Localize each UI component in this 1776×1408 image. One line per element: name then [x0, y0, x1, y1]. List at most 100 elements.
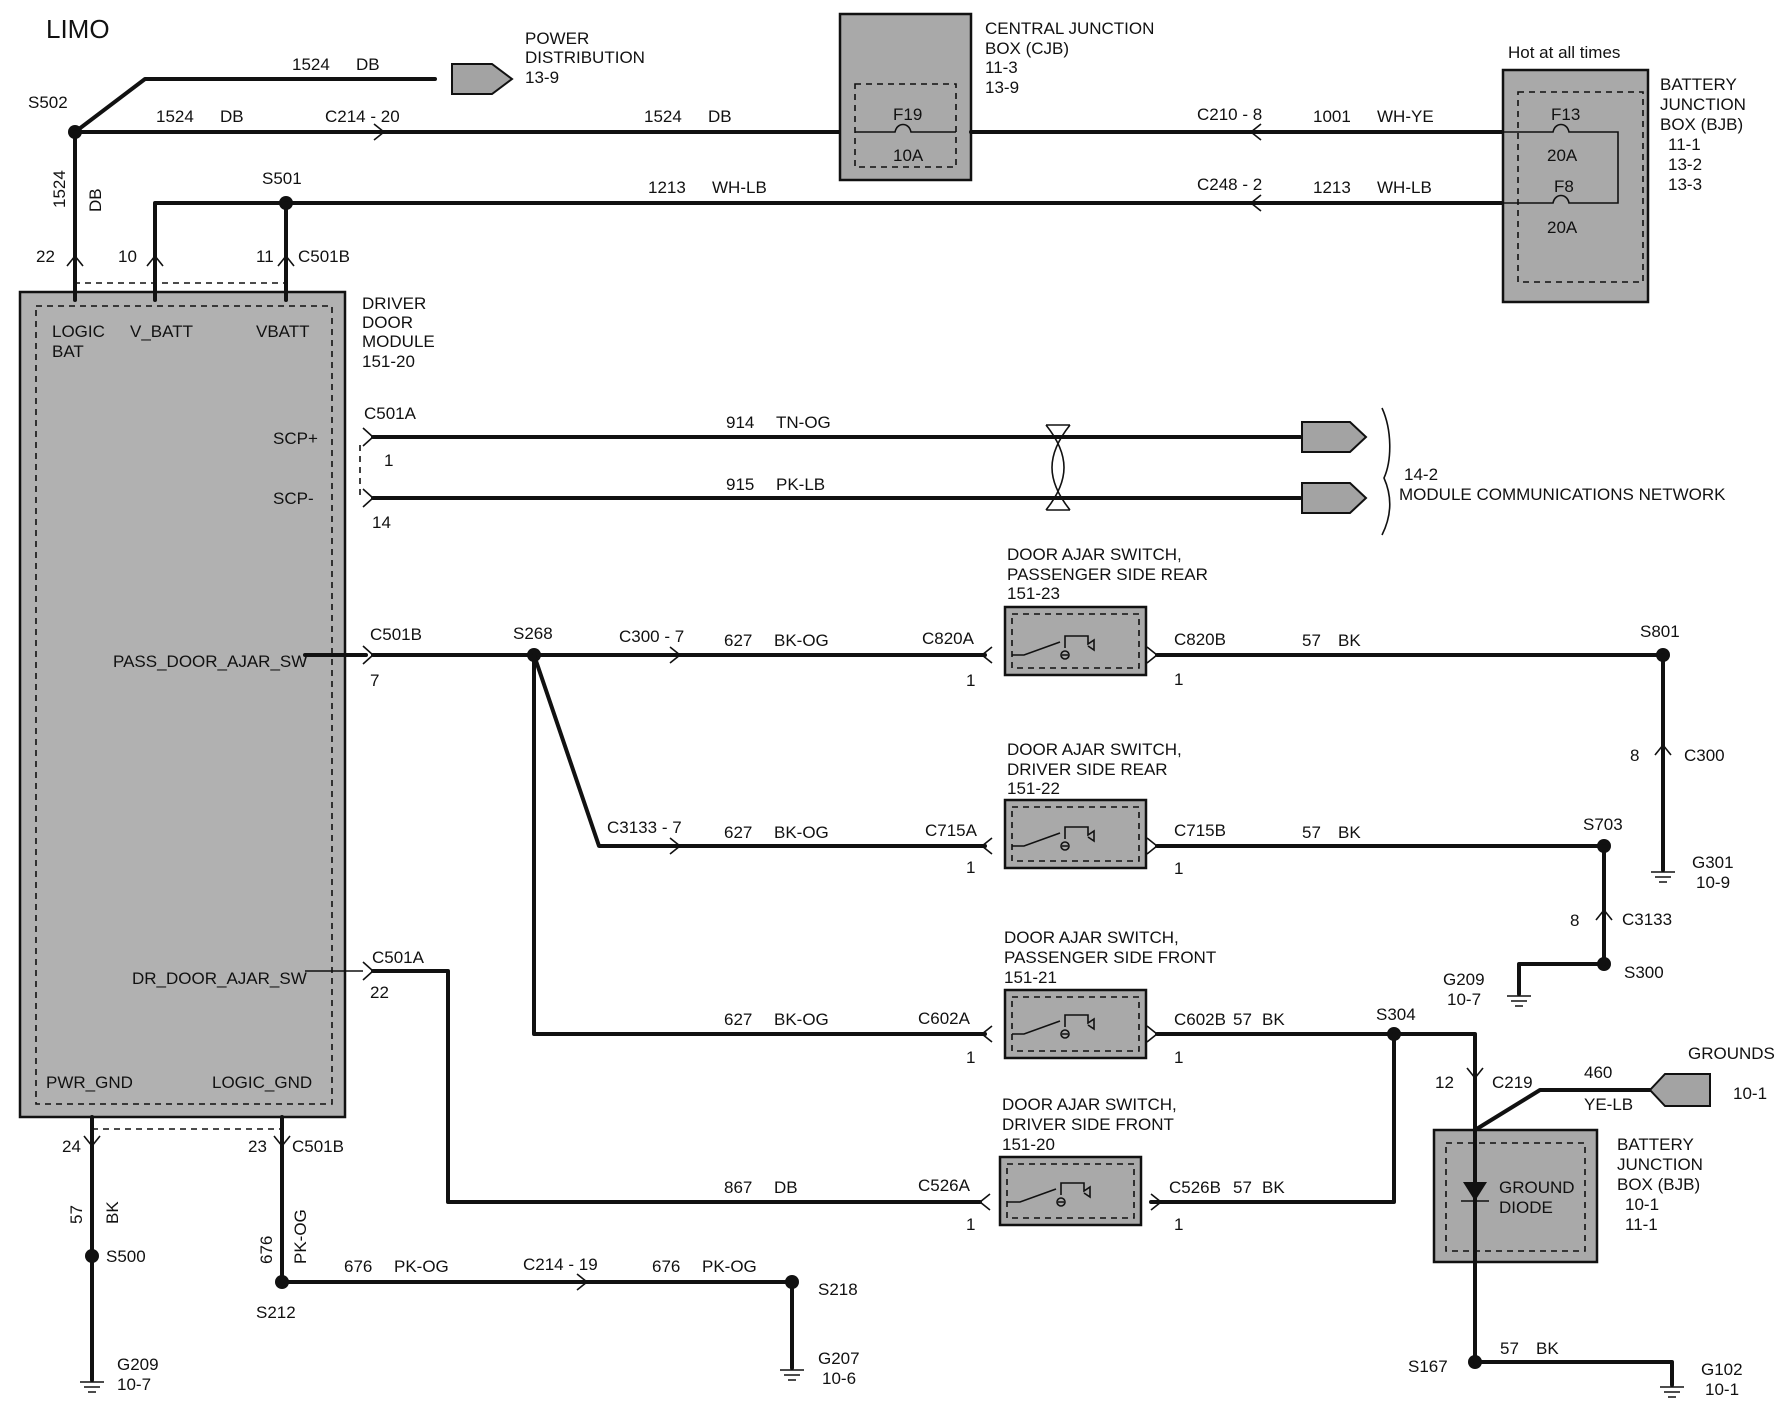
- ground-symbol-g209-left: [80, 1381, 104, 1393]
- svg-text:DB: DB: [220, 107, 244, 126]
- svg-text:C602B: C602B: [1174, 1010, 1226, 1029]
- svg-text:7: 7: [370, 671, 379, 690]
- svg-text:1: 1: [966, 1048, 975, 1067]
- battery-junction-box-top: [1501, 68, 1650, 304]
- svg-text:C248 - 2: C248 - 2: [1197, 175, 1262, 194]
- pin-pwr-gnd: PWR_GND: [46, 1073, 133, 1092]
- pin-scp-plus: SCP+: [273, 429, 318, 448]
- svg-text:24: 24: [62, 1137, 81, 1156]
- svg-text:57: 57: [67, 1205, 86, 1224]
- door-ajar-switch-pass-front: DOOR AJAR SWITCH, PASSENGER SIDE FRONT 1…: [1003, 928, 1216, 1060]
- ground-return-driver-rear: C715B 1 57 BK S703 8 C3133 S300 G209 10-…: [1146, 815, 1672, 1009]
- ground-return-rear: C820B 1 57 BK S801 8 C300 G301 10-9: [1146, 622, 1734, 892]
- svg-text:57: 57: [1233, 1010, 1252, 1029]
- splice-s500: [85, 1249, 99, 1263]
- svg-text:10A: 10A: [893, 146, 924, 165]
- svg-text:DB: DB: [356, 55, 380, 74]
- door-ajar-switch-driver-rear: DOOR AJAR SWITCH, DRIVER SIDE REAR 151-2…: [1003, 740, 1182, 870]
- svg-text:10-9: 10-9: [1696, 873, 1730, 892]
- svg-text:S500: S500: [106, 1247, 146, 1266]
- fuse-f13: F13: [1551, 105, 1580, 124]
- pin-logic-gnd: LOGIC_GND: [212, 1073, 312, 1092]
- svg-text:1524: 1524: [156, 107, 194, 126]
- svg-text:C820B: C820B: [1174, 630, 1226, 649]
- svg-text:151-22: 151-22: [1007, 779, 1060, 798]
- svg-text:BOX (BJB): BOX (BJB): [1660, 115, 1743, 134]
- svg-text:BK: BK: [1338, 823, 1361, 842]
- svg-text:676: 676: [344, 1257, 372, 1276]
- svg-text:BK-OG: BK-OG: [774, 631, 829, 650]
- svg-text:S502: S502: [28, 93, 68, 112]
- svg-text:YE-LB: YE-LB: [1584, 1095, 1633, 1114]
- svg-text:57: 57: [1302, 631, 1321, 650]
- svg-text:C219: C219: [1492, 1073, 1533, 1092]
- svg-text:C526A: C526A: [918, 1176, 971, 1195]
- svg-text:PK-OG: PK-OG: [291, 1209, 310, 1264]
- svg-text:627: 627: [724, 823, 752, 842]
- svg-text:PASSENGER SIDE FRONT: PASSENGER SIDE FRONT: [1004, 948, 1216, 967]
- ground-symbol-g207: [780, 1369, 804, 1381]
- svg-text:PK-LB: PK-LB: [776, 475, 825, 494]
- svg-text:12: 12: [1435, 1073, 1454, 1092]
- svg-text:10-6: 10-6: [822, 1369, 856, 1388]
- svg-text:11: 11: [256, 247, 274, 266]
- driver-rear-circuit: C3133 - 7 627 BK-OG C715A 1: [607, 818, 993, 877]
- scp-network: C501A 1 914 TN-OG 14 915 PK-LB 14-2 MODU…: [362, 404, 1726, 536]
- svg-text:DISTRIBUTION: DISTRIBUTION: [525, 48, 645, 67]
- svg-text:C210 - 8: C210 - 8: [1197, 105, 1262, 124]
- svg-text:151-20: 151-20: [362, 352, 415, 371]
- svg-text:DB: DB: [708, 107, 732, 126]
- svg-text:S268: S268: [513, 624, 553, 643]
- svg-text:S801: S801: [1640, 622, 1680, 641]
- svg-text:20A: 20A: [1547, 218, 1578, 237]
- svg-text:151-21: 151-21: [1004, 968, 1057, 987]
- svg-text:DB: DB: [774, 1178, 798, 1197]
- svg-text:C501B: C501B: [292, 1137, 344, 1156]
- svg-text:1: 1: [966, 858, 975, 877]
- svg-text:1: 1: [1174, 1215, 1183, 1234]
- svg-text:23: 23: [248, 1137, 267, 1156]
- svg-text:C3133 - 7: C3133 - 7: [607, 818, 682, 837]
- svg-text:1: 1: [1174, 670, 1183, 689]
- svg-text:S300: S300: [1624, 963, 1664, 982]
- svg-text:S167: S167: [1408, 1357, 1448, 1376]
- scp-minus-flag: [1301, 482, 1368, 514]
- svg-text:1213: 1213: [1313, 178, 1351, 197]
- svg-text:C3133: C3133: [1622, 910, 1672, 929]
- svg-text:1: 1: [966, 671, 975, 690]
- svg-text:DIODE: DIODE: [1499, 1198, 1553, 1217]
- svg-text:914: 914: [726, 413, 754, 432]
- svg-text:G102: G102: [1701, 1360, 1743, 1379]
- svg-text:C820A: C820A: [922, 629, 975, 648]
- svg-text:BK: BK: [1338, 631, 1361, 650]
- svg-text:POWER: POWER: [525, 29, 589, 48]
- fuse-f8: F8: [1554, 177, 1574, 196]
- pin-pass-door-ajar: PASS_DOOR_AJAR_SW: [113, 652, 307, 671]
- svg-text:MODULE COMMUNICATIONS NETWORK: MODULE COMMUNICATIONS NETWORK: [1399, 485, 1726, 504]
- dr-door-ajar-circuit: C501A 22 867 DB C526A 1: [305, 948, 991, 1234]
- svg-text:57: 57: [1302, 823, 1321, 842]
- svg-text:C715A: C715A: [925, 821, 978, 840]
- svg-text:915: 915: [726, 475, 754, 494]
- svg-text:20A: 20A: [1547, 146, 1578, 165]
- door-ajar-switch-pass-rear: DOOR AJAR SWITCH, PASSENGER SIDE REAR 15…: [1003, 545, 1208, 677]
- svg-text:1524: 1524: [644, 107, 682, 126]
- pass-front-circuit: 627 BK-OG C602A 1: [724, 1009, 993, 1067]
- svg-text:10: 10: [118, 247, 137, 266]
- svg-text:13-3: 13-3: [1668, 175, 1702, 194]
- ground-return-front: C602B 57 BK 1 S304 C526B 57 BK 1: [1146, 1005, 1477, 1234]
- pin-logic-bat: LOGIC: [52, 322, 105, 341]
- svg-text:JUNCTION: JUNCTION: [1660, 95, 1746, 114]
- svg-text:TN-OG: TN-OG: [776, 413, 831, 432]
- svg-text:GROUND: GROUND: [1499, 1178, 1575, 1197]
- svg-text:1: 1: [1174, 1048, 1183, 1067]
- pin-dr-door-ajar: DR_DOOR_AJAR_SW: [132, 969, 307, 988]
- pin-vbatt: VBATT: [256, 322, 310, 341]
- grounds-flag: [1648, 1073, 1711, 1107]
- svg-text:151-23: 151-23: [1007, 584, 1060, 603]
- svg-text:13-9: 13-9: [985, 78, 1019, 97]
- svg-text:22: 22: [36, 247, 55, 266]
- svg-text:S703: S703: [1583, 815, 1623, 834]
- svg-text:57: 57: [1233, 1178, 1252, 1197]
- svg-text:BATTERY: BATTERY: [1660, 75, 1737, 94]
